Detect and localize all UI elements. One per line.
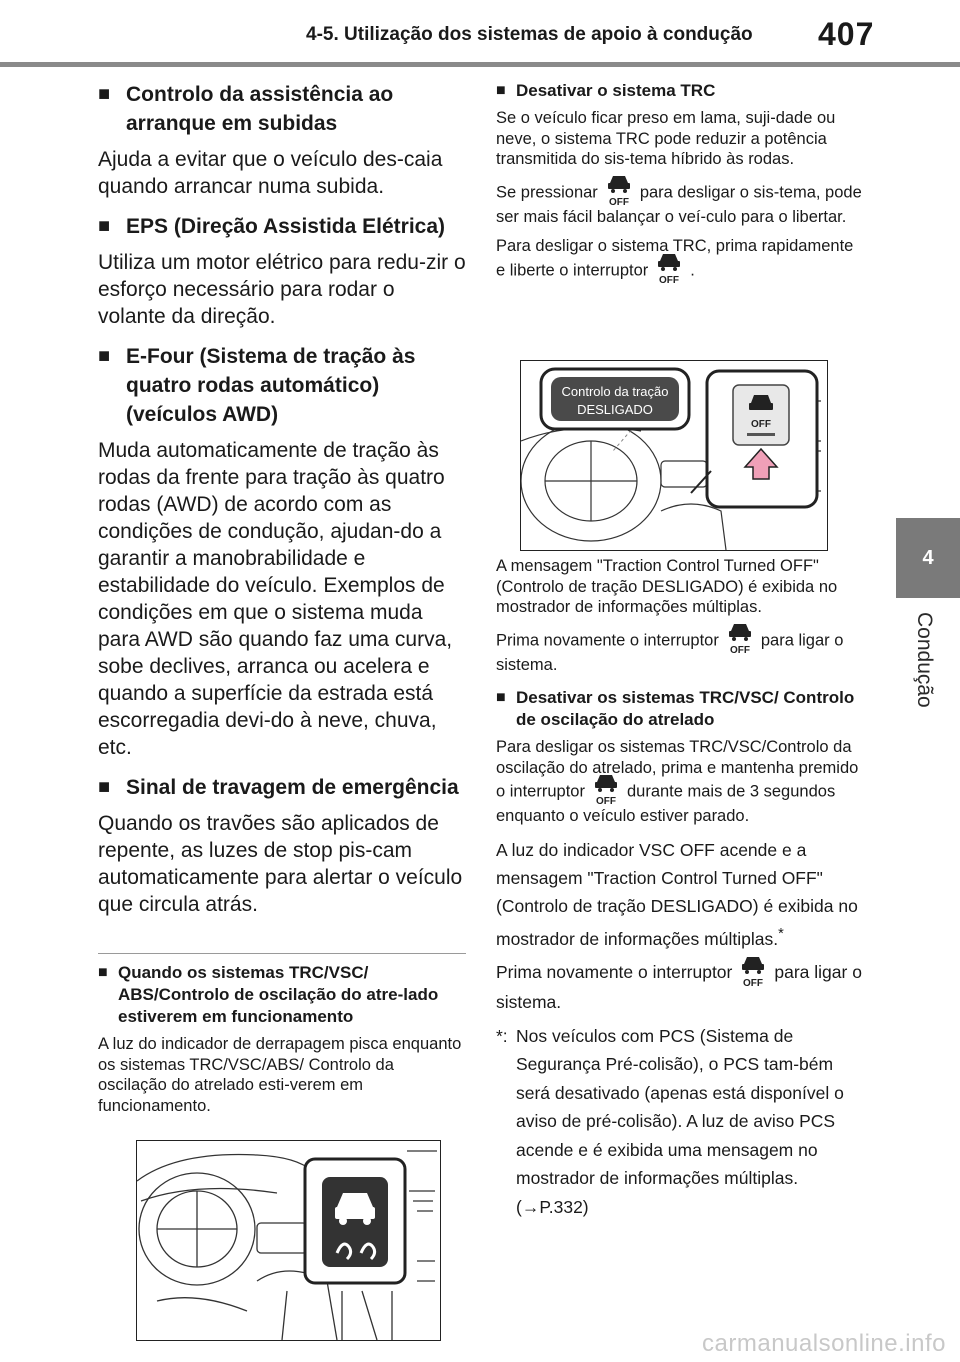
paragraph-systems-operating: A luz do indicador de derrapagem pisca e… [98,1035,462,1115]
callout-line-2: DESLIGADO [577,402,653,417]
switch-location-drawing: Controlo da tração DESLIGADO OFF [521,367,821,550]
text-run: para ligar o sistema. [496,630,844,674]
heading-disable-trc-vsc: ■ Desativar os sistemas TRC/VSC/ Controlo… [496,687,864,731]
text-run: para desligar o sis-tema, pode ser mais … [496,182,862,226]
text-run: para ligar o sistema. [496,962,862,1012]
paragraph-eps: Utiliza um motor elétrico para redu-zir … [98,251,466,328]
heading-text: EPS (Direção Assistida Elétrica) [126,215,446,238]
trc-off-switch-icon: OFF [607,175,630,207]
icon-off-text: OFF [596,796,616,806]
bullet-square-icon: ■ [98,83,111,105]
section-title: 4-5. Utilização dos sistemas de apoio à … [306,24,753,45]
paragraph-trc-message: A mensagem "Traction Control Turned OFF"… [496,557,838,616]
footnote-text: Nos veículos com PCS (Sistema de Seguran… [516,1025,844,1217]
slip-indicator-illustration [136,1140,441,1341]
text-run: Para desligar o sistema TRC, prima rapid… [496,237,854,279]
heading-text: Controlo da assistência ao arranque em s… [126,83,394,135]
chapter-number: 4 [922,546,934,569]
watermark: carmanualsonline.info [702,1330,946,1357]
right-column: ■ Desativar o sistema TRC Se o veículo fi… [496,80,864,294]
trc-off-switch-icon: OFF [742,956,765,988]
paragraph-e-four: Muda automaticamente de tração às rodas … [98,439,453,759]
icon-off-text: OFF [659,275,679,285]
paragraph-vsc-off-light: A luz do indicador VSC OFF acende e a me… [496,836,864,953]
paragraph-hill-start: Ajuda a evitar que o veículo des-caia qu… [98,148,443,198]
heading-disable-trc: ■ Desativar o sistema TRC [496,80,864,102]
text-run: . [690,260,695,279]
text-run: durante mais de 3 segundos enquanto o ve… [496,782,836,825]
heading-text: Desativar os sistemas TRC/VSC/ Controlo … [516,688,855,729]
heading-systems-operating: ■ Quando os sistemas TRC/VSC/ ABS/Control… [98,962,466,1028]
text-run: Prima novamente o interruptor [496,962,733,983]
heading-hill-start: ■ Controlo da assistência ao arranque em … [98,80,468,138]
footnote: *: Nos veículos com PCS (Sistema de Segu… [496,1022,864,1222]
text-run: Se pressionar [496,182,598,201]
chapter-tab: 4 [896,518,960,598]
right-column-lower: A mensagem "Traction Control Turned OFF"… [496,556,864,1221]
left-column: ■ Controlo da assistência ao arranque em … [98,80,468,930]
callout-line-1: Controlo da tração [562,384,669,399]
heading-eps: ■ EPS (Direção Assistida Elétrica) [98,212,468,241]
text-run: Para desligar os sistemas TRC/VSC/Contro… [496,738,859,801]
bullet-square-icon: ■ [98,776,111,798]
heading-e-four: ■ E-Four (Sistema de tração às quatro rod… [98,342,468,429]
chapter-label: Condução [913,612,936,708]
paragraph-trc-quick-press: Para desligar o sistema TRC, prima rapid… [496,236,864,285]
paragraph-trc-stuck: Se o veículo ficar preso em lama, suji-d… [496,109,836,168]
footnote-mark: *: [496,1025,508,1046]
icon-off-text: OFF [743,978,763,988]
text-run: Prima novamente o interruptor [496,630,719,649]
trc-off-switch-icon: OFF [594,775,617,806]
heading-text: Desativar o sistema TRC [516,81,716,100]
section-divider [98,953,466,954]
icon-off-text: OFF [730,645,750,655]
paragraph-trc-vsc-hold: Para desligar os sistemas TRC/VSC/Contro… [496,737,864,827]
header-rule [0,62,960,67]
bullet-square-icon: ■ [98,345,111,367]
trc-off-switch-icon: OFF [728,623,751,655]
bullet-square-icon: ■ [98,215,111,237]
page-number: 407 [818,16,875,52]
heading-emergency-brake-signal: ■ Sinal de travagem de emergência [98,773,468,802]
text-run: A luz do indicador VSC OFF acende e a me… [496,839,858,949]
paragraph-emergency-brake-signal: Quando os travões são aplicados de repen… [98,812,463,916]
bullet-square-icon: ■ [98,964,108,981]
heading-text: Sinal de travagem de emergência [126,776,459,799]
icon-off-text: OFF [609,197,629,207]
switch-off-label: OFF [751,419,771,430]
bullet-square-icon: ■ [496,82,506,99]
heading-text: Quando os sistemas TRC/VSC/ ABS/Controlo… [118,963,439,1026]
bullet-square-icon: ■ [496,689,506,706]
dashboard-drawing [137,1150,437,1340]
trc-off-switch-icon: OFF [658,253,681,285]
heading-text: E-Four (Sistema de tração às quatro roda… [126,345,416,426]
trc-switch-illustration: Controlo da tração DESLIGADO OFF [520,360,828,551]
left-note: ■ Quando os sistemas TRC/VSC/ ABS/Control… [98,962,466,1125]
footnote-reference: * [778,925,784,942]
